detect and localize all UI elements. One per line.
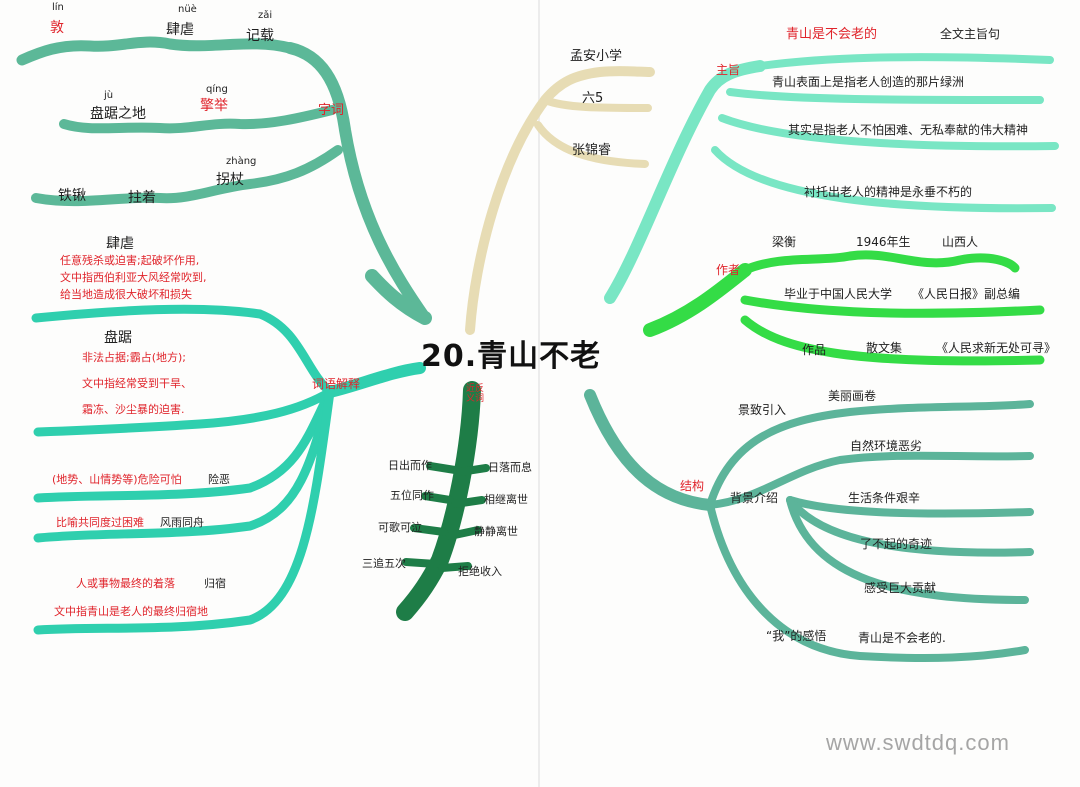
- jiegou-bg-2: 生活条件艰辛: [848, 491, 921, 505]
- jiegou-bg-4: 感受巨大贡献: [864, 581, 937, 595]
- info-name: 张锦睿: [572, 143, 612, 158]
- info-school: 孟安小学: [570, 49, 623, 64]
- def-xiane: (地势、山情势等)危险可怕: [52, 473, 182, 486]
- branch-zuozhe-curves: [643, 250, 1045, 366]
- zhuzhi-line-3: 衬托出老人的精神是永垂不朽的: [804, 185, 973, 199]
- branch-jinyi-curves: [396, 381, 490, 621]
- pinyin-nue: nüè: [178, 4, 197, 15]
- branch-info-curves: [465, 66, 655, 335]
- term-fengyu: 风雨同舟: [160, 516, 204, 529]
- center-title: 20.青山不老: [421, 339, 602, 374]
- pair-3-left: 可歌可泣: [378, 521, 422, 534]
- word-sinue: 肆虐: [166, 22, 194, 38]
- zhuzhi-side: 全文主旨句: [940, 27, 1001, 41]
- def-guisu-1: 人或事物最终的着落: [76, 577, 175, 590]
- jiegou-bg-label: 背景介绍: [730, 491, 779, 505]
- jiegou-bg-3: 了不起的奇迹: [860, 537, 933, 551]
- author-name: 梁衡: [772, 235, 797, 249]
- def-guisu-2: 文中指青山是老人的最终归宿地: [54, 605, 208, 618]
- branch-label-zhuzhi: 主旨: [716, 63, 741, 77]
- pinyin-zai: zǎi: [258, 10, 273, 21]
- def-sinue-1: 任意残杀或迫害;起破坏作用,: [60, 254, 200, 267]
- zhuzhi-line-2: 其实是指老人不怕困难、无私奉献的伟大精神: [788, 123, 1029, 137]
- author-works-type: 散文集: [866, 341, 903, 355]
- watermark: www.swdtdq.com: [826, 730, 1010, 755]
- def-panju-1: 非法占据;霸占(地方);: [82, 351, 186, 364]
- term-guisu: 归宿: [204, 577, 226, 590]
- word-zhuzhe: 拄着: [128, 190, 156, 206]
- jiegou-intro-value: 美丽画卷: [828, 389, 877, 403]
- term-xiane: 险恶: [208, 473, 230, 486]
- def-panju-3: 霜冻、沙尘暴的迫害.: [82, 403, 185, 416]
- word-jizai: 记载: [246, 28, 274, 44]
- def-sinue-3: 给当地造成很大破坏和损失: [60, 288, 192, 301]
- jiegou-intro-label: 景致引入: [738, 403, 787, 417]
- pair-4-left: 三追五次: [362, 557, 406, 570]
- zhuzhi-line-1: 青山表面上是指老人创造的那片绿洲: [772, 75, 965, 89]
- pair-1-right: 日落而息: [488, 461, 532, 474]
- author-job: 《人民日报》副总编: [912, 287, 1021, 301]
- branch-label-jinyi: 近反义词: [465, 384, 484, 405]
- branch-zici-curves: [16, 36, 432, 325]
- term-sinue: 肆虐: [106, 236, 134, 252]
- def-panju-2: 文中指经常受到干旱、: [82, 377, 192, 390]
- pair-3-right: 静静离世: [474, 525, 518, 538]
- pinyin-zhang: zhàng: [226, 156, 257, 167]
- jiegou-bg-1: 自然环境恶劣: [850, 439, 923, 453]
- pinyin-ju: jù: [104, 90, 114, 101]
- jiegou-feel-value: 青山是不会老的.: [858, 631, 946, 645]
- jiegou-feel-label: “我”的感悟: [766, 629, 827, 643]
- pair-2-left: 五位同作: [390, 489, 434, 502]
- author-works-label: 作品: [802, 343, 827, 357]
- pinyin-lin: lín: [52, 2, 64, 13]
- branch-label-cijie: 词语解释: [312, 377, 361, 391]
- author-origin: 山西人: [942, 235, 979, 249]
- author-school: 毕业于中国人民大学: [784, 287, 893, 301]
- def-sinue-2: 文中指西伯利亚大风经常吹到,: [60, 271, 207, 284]
- word-panju: 盘踞之地: [90, 106, 146, 122]
- branch-zhuzhi-curves: [604, 53, 1059, 304]
- zhuzhi-header: 青山是不会老的: [786, 27, 878, 42]
- branch-label-jiegou: 结构: [680, 479, 705, 493]
- branch-label-zici: 字词: [318, 103, 345, 118]
- def-fengyu: 比喻共同度过困难: [56, 516, 144, 529]
- word-lin: 敦: [50, 20, 64, 36]
- author-works-title: 《人民求新无处可寻》: [936, 341, 1057, 355]
- pair-1-left: 日出而作: [388, 459, 432, 472]
- branch-jiegou-curves: [584, 389, 1034, 662]
- pair-4-right: 拒绝收入: [458, 565, 502, 578]
- pinyin-qing: qíng: [206, 84, 228, 95]
- term-panju: 盘踞: [104, 330, 132, 346]
- author-born: 1946年生: [856, 235, 911, 249]
- word-qingju: 擎举: [200, 98, 228, 114]
- branch-cijie-curves: [31, 304, 426, 635]
- branch-label-zuozhe: 作者: [716, 263, 741, 277]
- word-tieqiao: 铁锹: [58, 188, 86, 204]
- word-guaizhang: 拐杖: [216, 172, 244, 188]
- page-fold: [538, 0, 540, 787]
- pair-2-right: 相继离世: [484, 493, 528, 506]
- info-class: 六5: [582, 91, 604, 106]
